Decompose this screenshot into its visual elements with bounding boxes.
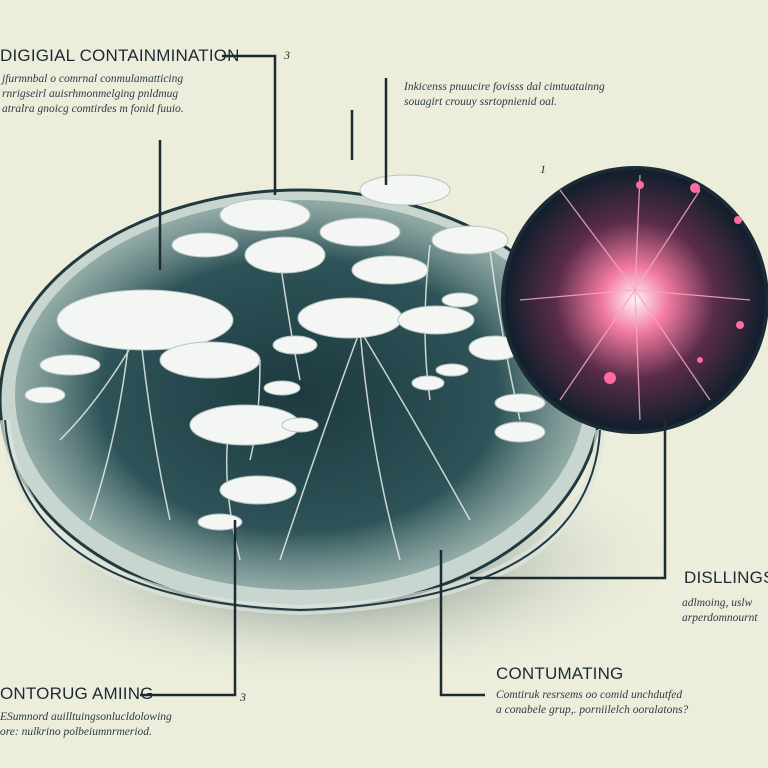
desc-line: a conabele grup,. porniilelch ooralatons… bbox=[496, 704, 689, 716]
bottom-left-number: 3 bbox=[240, 690, 246, 704]
desc-line: arperdomnournt bbox=[682, 612, 758, 624]
desc-line: Inkicenss pnuucire fovisss dal cimtuatai… bbox=[404, 81, 605, 93]
desc-line: Comtiruk resrsems oo comid unchdutfed bbox=[496, 689, 683, 701]
desc-line: atralra gnoicg comtirdes m fonid fuuio. bbox=[2, 103, 184, 115]
microscope-inset bbox=[501, 166, 768, 434]
desc-line: jfurmnbal o comrnal conmulamatticing bbox=[2, 73, 184, 85]
bottom-left-description: ESumnord auilltuingsonlucldolowing ore: … bbox=[0, 710, 172, 740]
right-number: 1 bbox=[540, 162, 546, 176]
desc-line: rnrigseirl auisrhmonmelging pnldmug bbox=[2, 88, 179, 100]
right-description: adlmoing, uslw arperdomnournt bbox=[682, 596, 758, 626]
top-center-description: Inkicenss pnuucire fovisss dal cimtuatai… bbox=[404, 80, 605, 110]
right-title: DISLLINGS bbox=[684, 568, 768, 587]
top-left-title: DIGIGIAL CONTAINMINATION bbox=[0, 46, 240, 65]
top-left-number: 3 bbox=[284, 48, 290, 62]
bottom-right-description: Comtiruk resrsems oo comid unchdutfed a … bbox=[496, 688, 688, 718]
desc-line: ore: nulkrino polbeiumnrmeriod. bbox=[0, 726, 152, 738]
bottom-left-title: ONTORUG AMIING bbox=[0, 684, 154, 703]
desc-line: souagirt crouuy ssrtopnienid oal. bbox=[404, 96, 557, 108]
desc-line: ESumnord auilltuingsonlucldolowing bbox=[0, 711, 172, 723]
leader-lines bbox=[140, 54, 667, 697]
fungal-caps bbox=[24, 174, 546, 531]
desc-line: adlmoing, uslw bbox=[682, 597, 753, 609]
bottom-right-title: CONTUMATING bbox=[496, 664, 624, 683]
top-left-description: jfurmnbal o comrnal conmulamatticing rnr… bbox=[2, 72, 184, 117]
